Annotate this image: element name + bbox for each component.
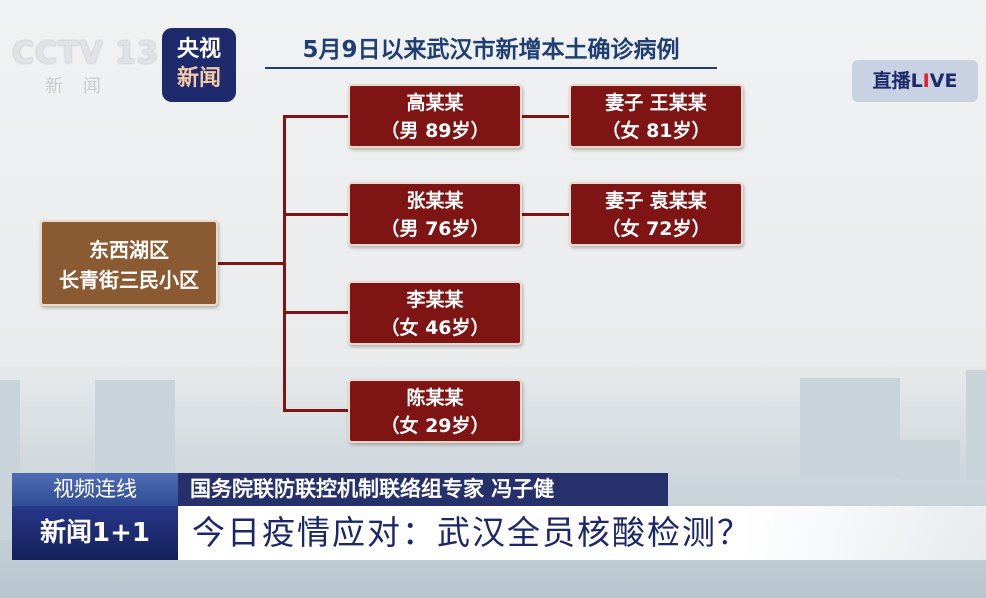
speaker-name: 国务院联防联控机制联络组专家 冯子健 (178, 473, 668, 506)
case-box: 张某某（男 76岁） (348, 182, 522, 246)
root-location-box: 东西湖区长青街三民小区 (40, 220, 218, 306)
skyline (900, 440, 960, 480)
case-box: 高某某（男 89岁） (348, 84, 522, 148)
case-box: 陈某某（女 29岁） (348, 379, 522, 443)
connector (283, 311, 349, 314)
headline: 今日疫情应对：武汉全员核酸检测？ (178, 506, 986, 560)
connector (283, 409, 349, 412)
spouse-case-box: 妻子 袁某某（女 72岁） (569, 182, 743, 246)
skyline (95, 380, 175, 480)
connector (218, 262, 285, 265)
connector (283, 213, 349, 216)
skyline (966, 370, 986, 480)
case-box: 李某某（女 46岁） (348, 281, 522, 345)
program-logo: 新闻1+1 (12, 506, 178, 560)
live-badge: 直播LIVE (852, 60, 978, 102)
connector (283, 115, 286, 412)
connector (522, 115, 570, 118)
video-link-tag: 视频连线 (12, 473, 178, 506)
diagram-title: 5月9日以来武汉市新增本土确诊病例 (265, 30, 717, 69)
cctv-news-logo-text: 新闻 (45, 76, 121, 97)
spouse-case-box: 妻子 王某某（女 81岁） (569, 84, 743, 148)
connector (522, 213, 570, 216)
skyline (800, 378, 900, 478)
cctv-news-app-logo: 央视新闻 (162, 28, 236, 102)
cctv13-logo: CCTV 13 (12, 36, 159, 71)
connector (283, 115, 349, 118)
